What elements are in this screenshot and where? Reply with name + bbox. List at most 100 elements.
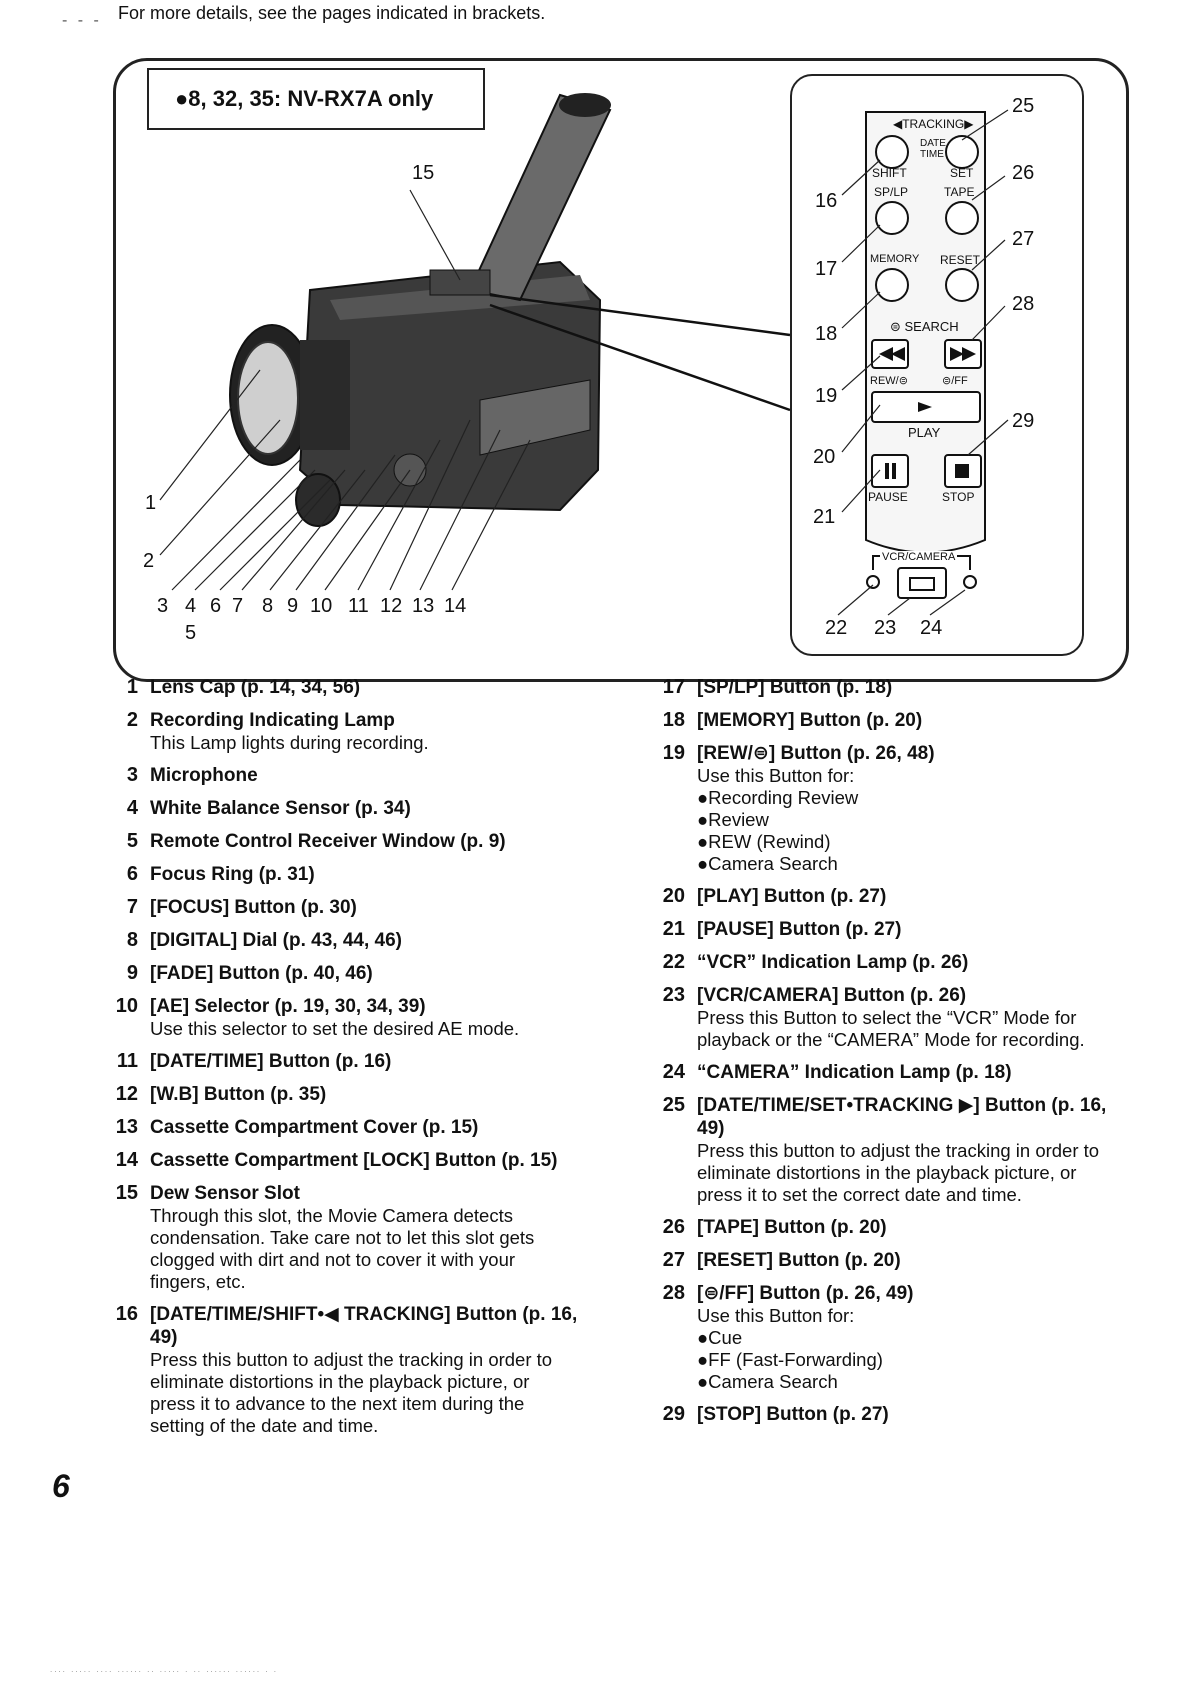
footer-scan-marks: .... ..... .... ...... .. ..... . .. ...… <box>50 1665 279 1674</box>
item-number: 29 <box>662 1403 685 1425</box>
parts-list-item: 17[SP/LP] Button (p. 18) <box>655 676 1125 699</box>
item-title: Recording Indicating Lamp <box>150 710 395 731</box>
remote-illustration <box>865 111 986 599</box>
parts-list-item: 22“VCR” Indication Lamp (p. 26) <box>655 951 1125 974</box>
remote-label-play: PLAY <box>908 425 941 440</box>
parts-list-item: 11[DATE/TIME] Button (p. 16) <box>108 1050 578 1073</box>
callout-6: 6 <box>210 595 222 617</box>
item-title: Cassette Compartment Cover (p. 15) <box>150 1117 479 1138</box>
remote-label-rew: REW/⊜ <box>870 375 908 387</box>
item-bullet: ●Cue <box>697 1327 743 1348</box>
parts-list-item: 19[REW/⊜] Button (p. 26, 48)Use this But… <box>655 742 1125 875</box>
remote-panel <box>790 74 1084 656</box>
item-title: Lens Cap (p. 14, 34, 56) <box>150 677 361 698</box>
callout-18: 18 <box>815 323 838 345</box>
callout-21: 21 <box>813 506 836 528</box>
parts-list-right: 17[SP/LP] Button (p. 18)18[MEMORY] Butto… <box>655 676 1125 1436</box>
callout-3: 3 <box>157 595 169 617</box>
item-number: 19 <box>662 742 685 764</box>
remote-label-stop: STOP <box>942 490 975 504</box>
parts-list-item: 25[DATE/TIME/SET•TRACKING ▶] Button (p. … <box>655 1094 1125 1206</box>
parts-list-item: 23[VCR/CAMERA] Button (p. 26)Press this … <box>655 984 1125 1051</box>
remote-label-sp-lp: SP/LP <box>874 185 909 199</box>
remote-label-vcr-camera: VCR/CAMERA <box>880 551 958 563</box>
callout-17: 17 <box>815 258 838 280</box>
remote-label-search: ⊜ SEARCH <box>890 319 959 334</box>
item-number: 9 <box>126 962 138 984</box>
item-title: [DATE/TIME/SET•TRACKING ▶] Button (p. 16… <box>697 1095 1107 1139</box>
item-title: [⊜/FF] Button (p. 26, 49) <box>697 1283 914 1304</box>
item-number: 26 <box>662 1216 685 1238</box>
item-bullet: ●Camera Search <box>697 853 838 874</box>
item-bullet: ●Camera Search <box>697 1371 838 1392</box>
item-title: “CAMERA” Indication Lamp (p. 18) <box>697 1062 1012 1083</box>
item-number: 17 <box>662 676 685 698</box>
camera-leader-lines <box>159 189 531 591</box>
parts-list-item: 9 [FADE] Button (p. 40, 46) <box>108 962 578 985</box>
item-description: Use this selector to set the desired AE … <box>150 1018 520 1039</box>
parts-list-item: 27[RESET] Button (p. 20) <box>655 1249 1125 1272</box>
item-number: 3 <box>126 764 138 786</box>
parts-list-item: 21[PAUSE] Button (p. 27) <box>655 918 1125 941</box>
callout-16: 16 <box>815 190 838 212</box>
callout-5: 5 <box>185 622 197 644</box>
remote-label-tracking: ◀TRACKING▶ <box>893 117 974 131</box>
item-number: 28 <box>662 1282 685 1304</box>
item-title: [DIGITAL] Dial (p. 43, 44, 46) <box>150 930 402 951</box>
item-number: 18 <box>662 709 685 731</box>
remote-label-memory: MEMORY <box>870 253 920 265</box>
remote-leader-lines <box>837 109 1009 616</box>
item-number: 27 <box>662 1249 685 1271</box>
callout-4: 4 <box>185 595 197 617</box>
remote-button-glyphs <box>879 347 976 591</box>
callout-26: 26 <box>1012 162 1035 184</box>
item-title: Dew Sensor Slot <box>150 1183 300 1204</box>
model-note-box: ●8, 32, 35: NV-RX7A only <box>147 68 485 130</box>
item-title: [FADE] Button (p. 40, 46) <box>150 963 373 984</box>
remote-label-date-time: DATE TIME <box>920 138 946 160</box>
item-description: Use this Button for: <box>697 1305 855 1326</box>
parts-list-item: 7[FOCUS] Button (p. 30) <box>108 896 578 919</box>
remote-label-tape: TAPE <box>944 185 975 199</box>
parts-list-item: 16[DATE/TIME/SHIFT•◀ TRACKING] Button (p… <box>108 1303 578 1437</box>
item-number: 24 <box>662 1061 685 1083</box>
callout-15: 15 <box>412 162 435 184</box>
callout-12: 12 <box>380 595 403 617</box>
item-title: [VCR/CAMERA] Button (p. 26) <box>697 985 967 1006</box>
callout-28: 28 <box>1012 293 1035 315</box>
remote-label-reset: RESET <box>940 253 981 267</box>
parts-list-item: 28 [⊜/FF] Button (p. 26, 49)Use this Butt… <box>655 1282 1125 1393</box>
top-dash-marks: - - - <box>62 12 102 29</box>
item-number: 4 <box>126 797 138 819</box>
item-title: Remote Control Receiver Window (p. 9) <box>150 831 506 852</box>
item-number: 10 <box>115 995 138 1017</box>
callout-8: 8 <box>262 595 274 617</box>
parts-list-item: 20[PLAY] Button (p. 27) <box>655 885 1125 908</box>
callout-7: 7 <box>232 595 244 617</box>
camcorder-illustration <box>229 93 791 527</box>
parts-list-item: 12 [W.B] Button (p. 35) <box>108 1083 578 1106</box>
remote-label-shift: SHIFT <box>872 166 907 180</box>
item-number: 12 <box>115 1083 138 1105</box>
item-bullet: ●REW (Rewind) <box>697 831 831 852</box>
callout-9: 9 <box>287 595 299 617</box>
item-title: Focus Ring (p. 31) <box>150 864 315 885</box>
callout-1: 1 <box>145 492 157 514</box>
item-title: Cassette Compartment [LOCK] Button (p. 1… <box>150 1150 558 1171</box>
callout-11: 11 <box>348 595 369 617</box>
callout-2: 2 <box>143 550 155 572</box>
parts-list-item: 8[DIGITAL] Dial (p. 43, 44, 46) <box>108 929 578 952</box>
callout-22: 22 <box>825 617 848 639</box>
item-number: 15 <box>115 1182 138 1204</box>
callout-25: 25 <box>1012 95 1035 117</box>
item-title: [W.B] Button (p. 35) <box>150 1084 327 1105</box>
callout-10: 10 <box>310 595 333 617</box>
item-title: “VCR” Indication Lamp (p. 26) <box>697 952 969 973</box>
